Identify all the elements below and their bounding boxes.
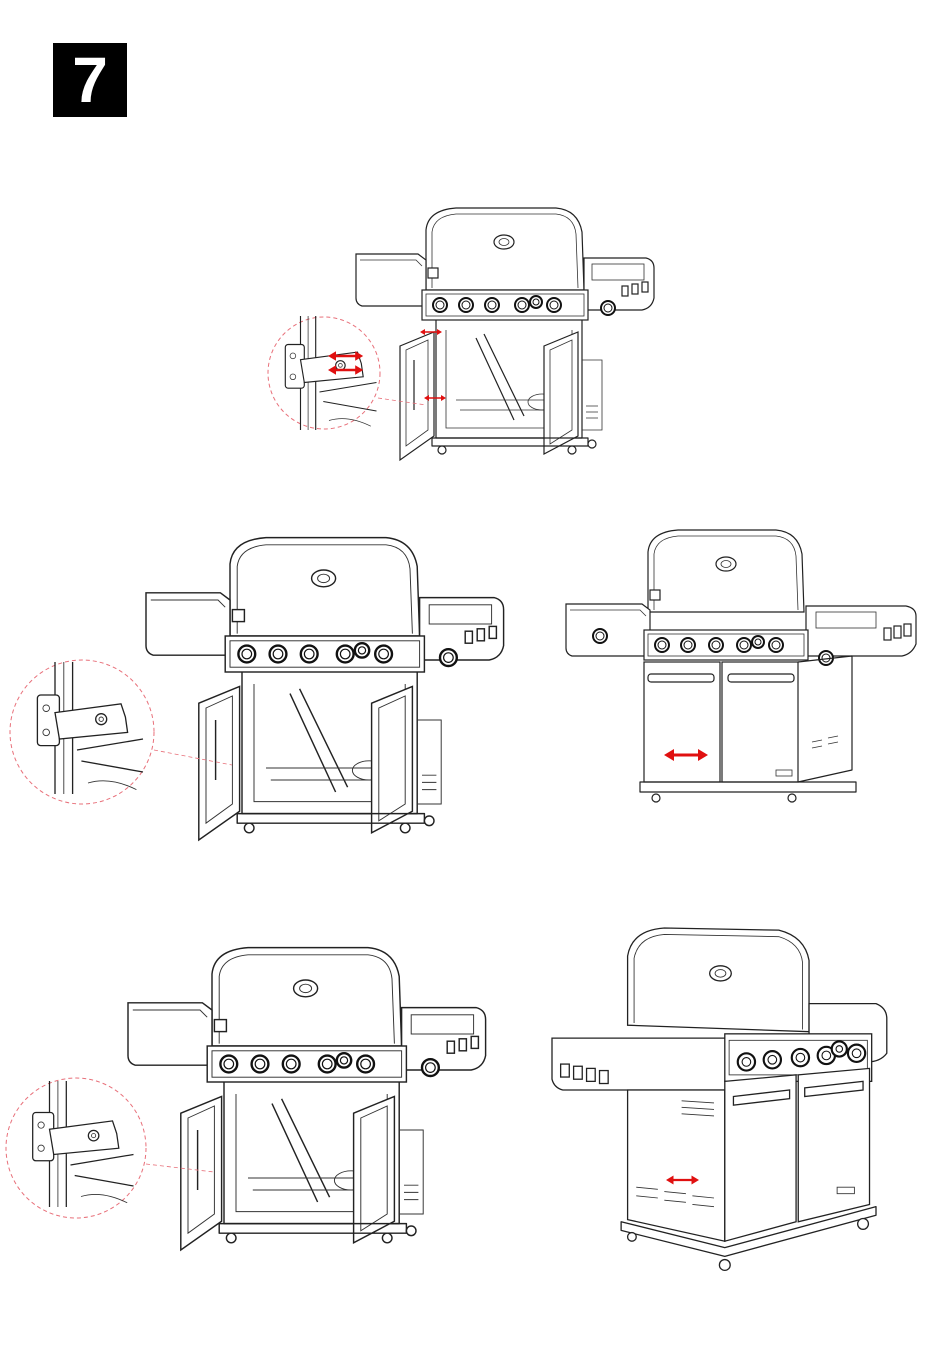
view-3-grill-doors-closed: [566, 530, 916, 802]
view-4-grill-doors-open: [6, 948, 486, 1250]
view-5-grill-three-quarter: [552, 928, 887, 1270]
view-2-grill-doors-open: [10, 538, 504, 840]
view-1-grill-doors-open: [268, 208, 654, 460]
